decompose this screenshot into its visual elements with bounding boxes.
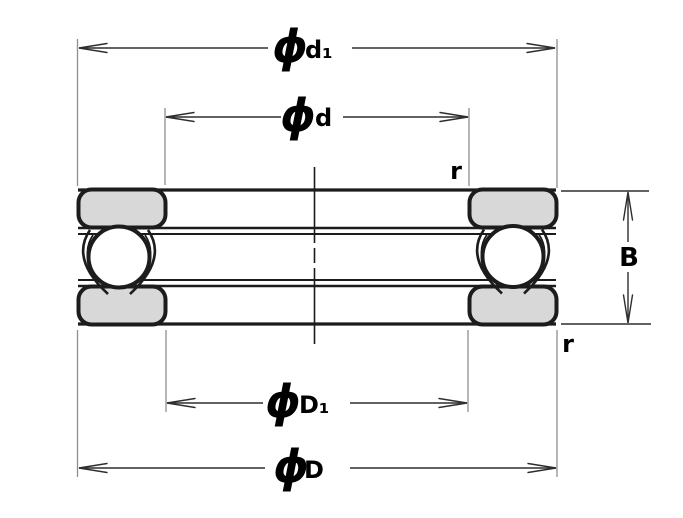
- dimension-phi-D1: ϕ D₁: [165, 330, 469, 428]
- arrowhead-right: [438, 397, 468, 409]
- arrowhead-right: [439, 111, 469, 123]
- arrowhead-down: [622, 294, 634, 324]
- dimension-label-d: d: [315, 104, 332, 132]
- top-washer-right-section: [467, 187, 559, 230]
- arrowhead-right: [527, 462, 557, 474]
- arrowhead-left: [78, 462, 108, 474]
- dimension-label-B: B: [619, 243, 639, 273]
- phi-symbol: ϕ: [273, 440, 309, 493]
- phi-symbol: ϕ: [265, 375, 301, 428]
- dimension-phi-D: ϕ D: [76, 330, 558, 493]
- dimension-label-D1: D₁: [299, 391, 329, 419]
- ball-left: [86, 224, 152, 290]
- radius-label-bottom: r: [562, 330, 574, 358]
- dimension-phi-d1: ϕ d₁: [76, 20, 558, 188]
- dimension-B: B: [561, 190, 651, 325]
- phi-symbol: ϕ: [280, 89, 316, 142]
- bottom-washer-right-section: [467, 284, 559, 327]
- dimension-label-D: D: [304, 456, 324, 484]
- ball-right: [480, 224, 546, 289]
- arrowhead-up: [622, 191, 634, 221]
- dimension-label-d1: d₁: [305, 36, 333, 64]
- phi-symbol: ϕ: [272, 20, 308, 73]
- arrowhead-left: [165, 111, 195, 123]
- radius-label-top: r: [450, 157, 462, 185]
- top-washer-left-section: [76, 187, 168, 230]
- arrowhead-left: [78, 42, 108, 54]
- arrowhead-right: [526, 42, 556, 54]
- bottom-washer-left-section: [76, 284, 168, 327]
- dimension-phi-d: ϕ d: [164, 89, 470, 186]
- bearing-cross-section: [76, 167, 559, 347]
- arrowhead-left: [166, 397, 196, 409]
